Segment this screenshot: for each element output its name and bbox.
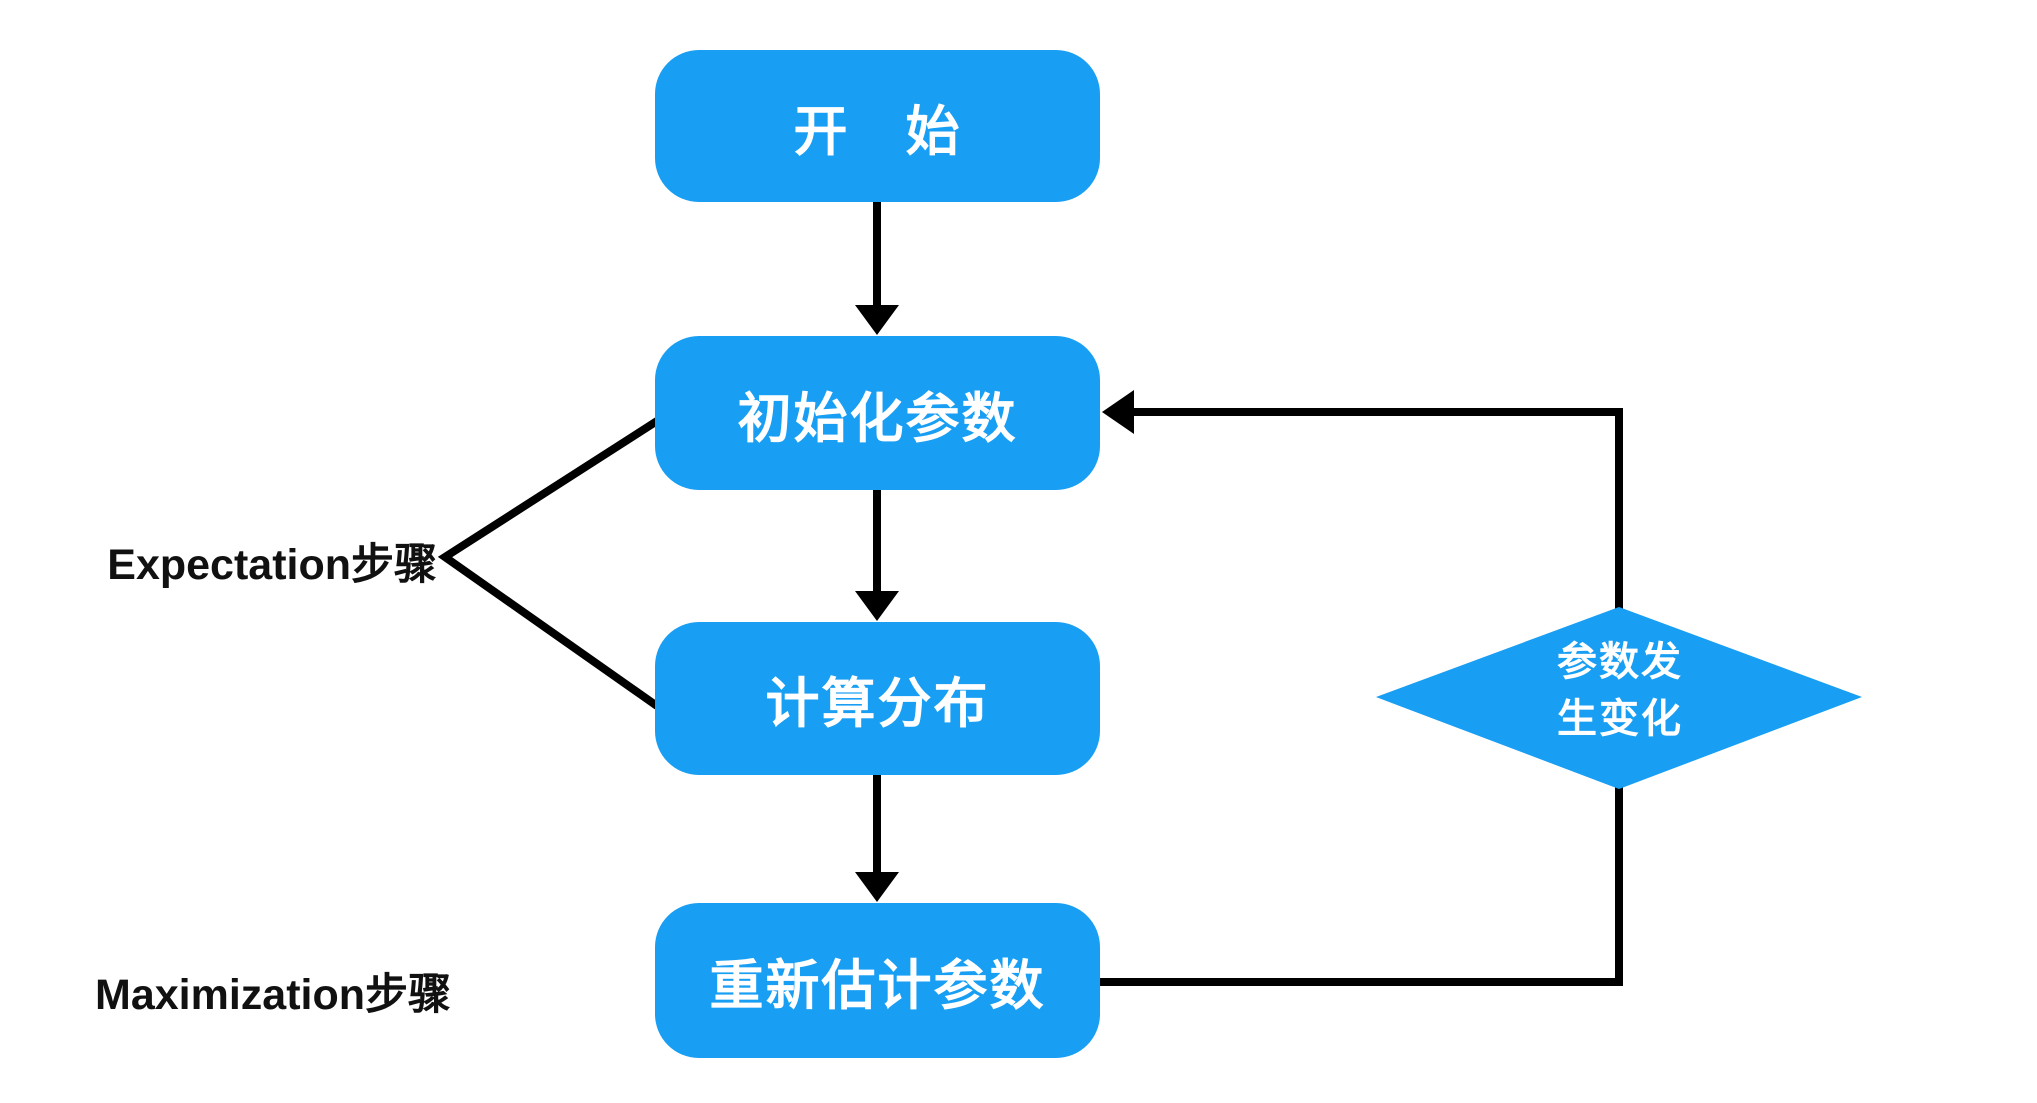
node-initialize-parameters: 初始化参数 — [655, 336, 1100, 490]
node-reestimate-parameters: 重新估计参数 — [655, 903, 1100, 1058]
decision-text-line-2: 生变化 — [1557, 696, 1683, 741]
decision-text-line-1: 参数发 — [1557, 640, 1683, 684]
arrowhead-feedback-to-init — [1102, 390, 1134, 434]
node-start: 开 始 — [655, 50, 1100, 202]
arrowhead-start-to-init — [855, 305, 899, 335]
node-decision-parameters-changed: 参数发 生变化 — [1470, 634, 1770, 748]
label-expectation-step: Expectation步骤 — [107, 541, 437, 589]
node-compute-distribution: 计算分布 — [655, 622, 1100, 775]
arrowhead-compute-to-reestimate — [855, 872, 899, 902]
expectation-brace — [437, 417, 660, 710]
label-maximization-step: Maximization步骤 — [95, 971, 451, 1019]
decision-diamond-shape — [1376, 607, 1862, 789]
arrowhead-init-to-compute — [855, 591, 899, 621]
